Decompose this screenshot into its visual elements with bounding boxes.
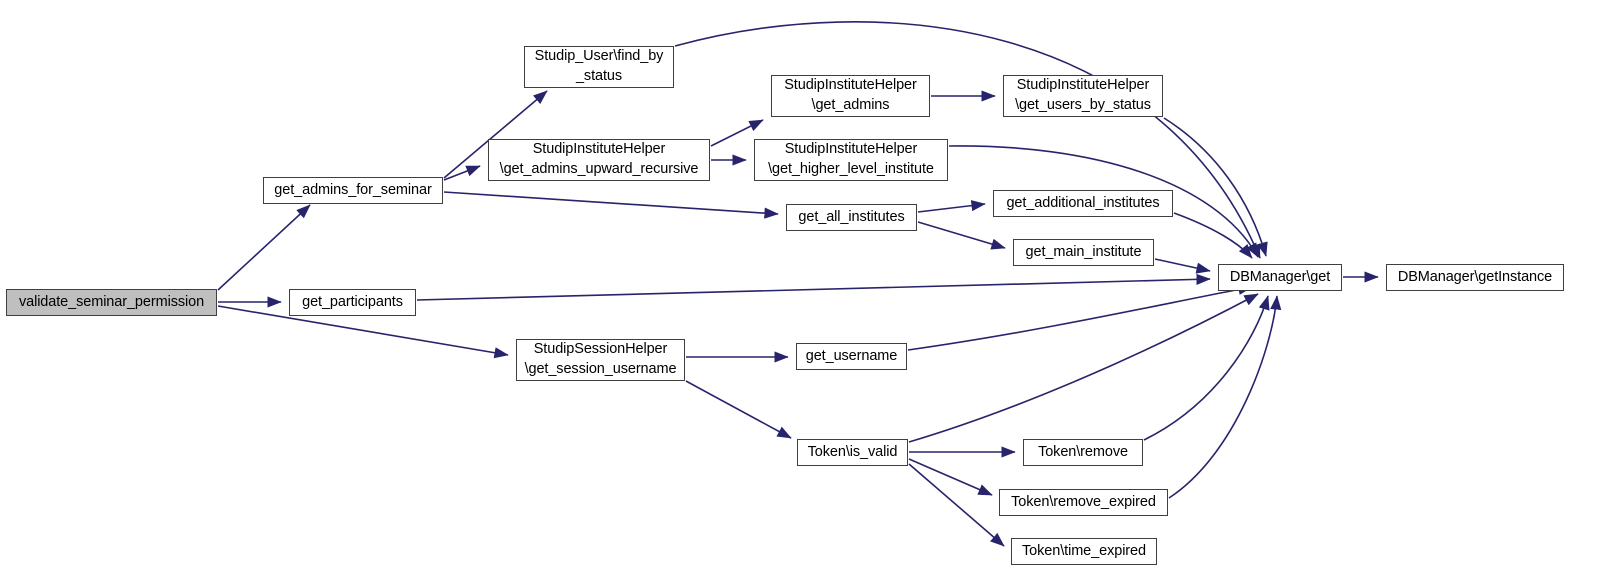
- graph-node-get_admins_upward_recursive[interactable]: StudipInstituteHelper \get_admins_upward…: [488, 139, 710, 181]
- edge-get_all_institutes-to-get_additional_institutes: [917, 200, 986, 213]
- graph-node-studipsessionhelper_get_session_username[interactable]: StudipSessionHelper \get_session_usernam…: [516, 339, 685, 381]
- graph-node-get_users_by_status[interactable]: StudipInstituteHelper \get_users_by_stat…: [1003, 75, 1163, 117]
- edge-get_all_institutes-to-get_main_institute: [917, 221, 1006, 250]
- graph-node-get_username[interactable]: get_username: [796, 343, 907, 370]
- graph-node-dbmanager_get[interactable]: DBManager\get: [1218, 264, 1342, 291]
- edge-token_is_valid-to-token_remove_expired: [908, 458, 993, 496]
- edge-get_additional_institutes-to-dbmanager_get: [1173, 212, 1253, 259]
- edge-validate_seminar_permission-to-studipsessionhelper_get_session_username: [217, 305, 509, 359]
- edge-get_users_by_status-to-dbmanager_get: [1163, 117, 1268, 257]
- edge-get_admins_upward_recursive-to-studipinstitutehelper_get_admins: [710, 119, 764, 147]
- edge-studip_user_find_by_status-to-dbmanager_get: [674, 21, 1261, 259]
- graph-node-token_remove_expired[interactable]: Token\remove_expired: [999, 489, 1168, 516]
- graph-node-token_time_expired[interactable]: Token\time_expired: [1011, 538, 1157, 565]
- edge-validate_seminar_permission-to-get_admins_for_seminar: [217, 204, 311, 291]
- edge-get_admins_for_seminar-to-studip_user_find_by_status: [443, 90, 548, 179]
- edge-get_admins_for_seminar-to-get_all_institutes: [443, 191, 779, 219]
- edge-get_username-to-dbmanager_get: [907, 283, 1253, 351]
- graph-node-get_participants[interactable]: get_participants: [289, 289, 416, 316]
- graph-node-get_additional_institutes[interactable]: get_additional_institutes: [993, 190, 1173, 217]
- graph-node-token_remove[interactable]: Token\remove: [1023, 439, 1143, 466]
- edge-token_is_valid-to-token_time_expired: [908, 463, 1005, 547]
- edge-get_main_institute-to-dbmanager_get: [1154, 258, 1211, 274]
- edge-get_admins_for_seminar-to-get_admins_upward_recursive: [443, 165, 481, 181]
- edge-token_is_valid-to-dbmanager_get: [908, 293, 1259, 443]
- graph-node-token_is_valid[interactable]: Token\is_valid: [797, 439, 908, 466]
- graph-node-get_higher_level_institute[interactable]: StudipInstituteHelper \get_higher_level_…: [754, 139, 948, 181]
- edge-get_participants-to-dbmanager_get: [416, 273, 1211, 301]
- edge-get_higher_level_institute-to-dbmanager_get: [948, 145, 1259, 258]
- edge-token_remove_expired-to-dbmanager_get: [1168, 295, 1282, 499]
- graph-node-validate_seminar_permission[interactable]: validate_seminar_permission: [6, 289, 217, 316]
- graph-node-studip_user_find_by_status[interactable]: Studip_User\find_by _status: [524, 46, 674, 88]
- graph-node-dbmanager_getinstance[interactable]: DBManager\getInstance: [1386, 264, 1564, 291]
- edge-token_remove-to-dbmanager_get: [1143, 295, 1270, 441]
- graph-node-get_admins_for_seminar[interactable]: get_admins_for_seminar: [263, 177, 443, 204]
- graph-node-get_all_institutes[interactable]: get_all_institutes: [786, 204, 917, 231]
- graph-node-studipinstitutehelper_get_admins[interactable]: StudipInstituteHelper \get_admins: [771, 75, 930, 117]
- graph-node-get_main_institute[interactable]: get_main_institute: [1013, 239, 1154, 266]
- edge-group: [217, 21, 1379, 547]
- edge-studipsessionhelper_get_session_username-to-token_is_valid: [685, 380, 792, 439]
